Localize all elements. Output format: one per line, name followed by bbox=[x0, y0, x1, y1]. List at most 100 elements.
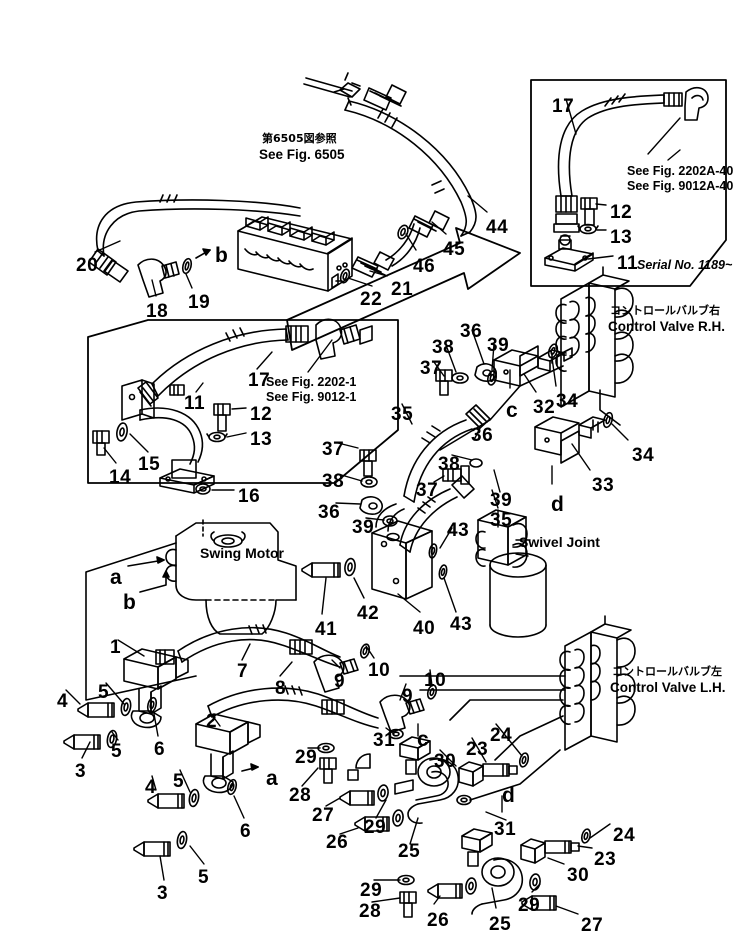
callout-n39c: 39 bbox=[490, 490, 513, 511]
clamp-36-upper bbox=[474, 363, 497, 382]
hose-20 bbox=[88, 194, 301, 283]
callout-n3a: 3 bbox=[75, 761, 87, 782]
callout-n2: 2 bbox=[206, 711, 218, 732]
callout-n6b: 6 bbox=[240, 821, 252, 842]
caption-see-fig-9012-1: See Fig. 9012-1 bbox=[266, 390, 357, 404]
callout-n5d: 5 bbox=[198, 867, 210, 888]
callout-n37a: 37 bbox=[420, 358, 443, 379]
fitting-45 bbox=[408, 210, 450, 238]
washer-29-a bbox=[377, 784, 389, 802]
valve-block-top bbox=[237, 216, 421, 292]
callout-n7: 7 bbox=[237, 661, 249, 682]
callout-c2: c bbox=[417, 728, 429, 751]
caption-see-fig-6505-jp: 第6505図参照 bbox=[262, 132, 337, 145]
oring-6-lower bbox=[226, 778, 238, 796]
callout-n15: 15 bbox=[138, 454, 161, 475]
inset-box-serial-1189 bbox=[530, 79, 727, 287]
hose-7 bbox=[155, 624, 341, 668]
bolt-27-upper bbox=[339, 790, 375, 806]
block-40 bbox=[371, 503, 433, 600]
fitting-31-lower bbox=[461, 828, 493, 867]
callout-n11b: 11 bbox=[184, 393, 206, 414]
callout-n30b: 30 bbox=[567, 865, 590, 886]
fitting-31-upper bbox=[399, 736, 431, 775]
callout-n31a: 31 bbox=[373, 730, 396, 751]
callout-n33: 33 bbox=[592, 475, 615, 496]
callout-n12a: 12 bbox=[610, 202, 633, 223]
callout-n6a: 6 bbox=[154, 739, 166, 760]
callout-d1: d bbox=[551, 493, 564, 516]
callout-c1: c bbox=[506, 399, 518, 422]
caption-swing-motor: Swing Motor bbox=[200, 545, 284, 561]
callout-n35b: 35 bbox=[490, 510, 513, 531]
callout-n29c: 29 bbox=[360, 880, 383, 901]
hose-35-lower bbox=[399, 475, 475, 553]
callout-n34b: 34 bbox=[632, 445, 655, 466]
arrow-a-bottom bbox=[241, 763, 259, 772]
callout-d2: d bbox=[502, 784, 515, 807]
bolt-3-lower bbox=[133, 841, 171, 857]
callout-n17b: 17 bbox=[248, 370, 271, 391]
bolt-26-upper bbox=[354, 816, 390, 832]
control-valve-lh bbox=[559, 615, 636, 751]
caption-swivel-joint: Swivel Joint bbox=[519, 534, 600, 550]
oring-24-upper bbox=[518, 752, 530, 768]
washer-29-b bbox=[392, 809, 404, 827]
callout-n17a: 17 bbox=[552, 96, 575, 117]
callout-n26b: 26 bbox=[427, 910, 450, 931]
callout-b1: b bbox=[215, 244, 228, 267]
callout-n39a: 39 bbox=[487, 335, 510, 356]
callout-n28b: 28 bbox=[359, 901, 382, 922]
callout-n42: 42 bbox=[357, 603, 380, 624]
oring-6-upper bbox=[146, 696, 158, 714]
clamp-36-lower bbox=[359, 496, 383, 515]
u-tube-25-upper bbox=[394, 757, 460, 824]
callout-n12b: 12 bbox=[250, 404, 273, 425]
callout-n16: 16 bbox=[238, 486, 261, 507]
callout-n36b: 36 bbox=[318, 502, 341, 523]
bolt-4-lower bbox=[147, 793, 185, 809]
callout-n19: 19 bbox=[188, 292, 211, 313]
inset-hose-17 bbox=[544, 86, 709, 272]
callout-n34a: 34 bbox=[556, 391, 579, 412]
callout-n37b: 37 bbox=[322, 439, 345, 460]
callout-n22: 22 bbox=[360, 289, 383, 310]
callout-n46: 46 bbox=[413, 256, 436, 277]
callout-n10b: 10 bbox=[424, 670, 447, 691]
caption-see-fig-9012a-40: See Fig. 9012A-40 bbox=[627, 179, 734, 193]
callout-n29a: 29 bbox=[295, 747, 318, 768]
callout-n5b: 5 bbox=[111, 741, 123, 762]
callout-n13a: 13 bbox=[610, 227, 633, 248]
caption-see-fig-6505-en: See Fig. 6505 bbox=[259, 147, 345, 162]
washer-38-lower bbox=[360, 476, 378, 488]
inset-bolt-12 bbox=[580, 197, 598, 226]
callout-n25a: 25 bbox=[398, 841, 421, 862]
callout-n31b: 31 bbox=[494, 819, 517, 840]
callout-n38a: 38 bbox=[432, 337, 455, 358]
callout-n3b: 3 bbox=[157, 883, 169, 904]
arrow-b-top bbox=[195, 248, 211, 259]
callout-n43b: 43 bbox=[450, 614, 473, 635]
callout-n24a: 24 bbox=[490, 725, 513, 746]
callout-n44: 44 bbox=[486, 217, 509, 238]
callout-n11a: 11 bbox=[617, 253, 639, 274]
bolt-4-upper bbox=[77, 702, 115, 718]
inset-tube-11 bbox=[92, 379, 231, 494]
caption-control-valve-lh-en: Control Valve L.H. bbox=[610, 680, 726, 695]
oring-24-lower bbox=[580, 828, 592, 844]
oring-10-lower bbox=[426, 684, 438, 700]
callout-n5a: 5 bbox=[98, 682, 110, 703]
washer-5-lower2 bbox=[176, 830, 188, 850]
washer-5-upper2 bbox=[106, 729, 118, 749]
washer-38-right bbox=[469, 458, 483, 468]
oring-31-lower bbox=[456, 794, 472, 806]
callout-n18: 18 bbox=[146, 301, 169, 322]
oring-34-upper bbox=[547, 343, 559, 359]
bolt-3-upper bbox=[63, 734, 101, 750]
callout-b2: b bbox=[123, 591, 136, 614]
bolt-26-lower bbox=[427, 883, 463, 899]
callout-a1: a bbox=[110, 566, 122, 589]
bolt-23-upper bbox=[482, 763, 518, 777]
